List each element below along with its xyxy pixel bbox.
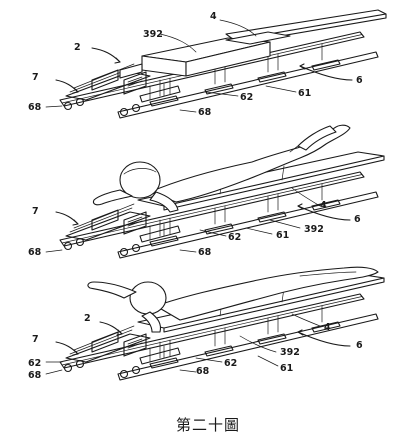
- label-68-right: 68: [198, 107, 212, 118]
- label-68-left: 68: [28, 370, 42, 381]
- label-6: 6: [354, 214, 361, 225]
- label-7: 7: [32, 72, 39, 83]
- label-62-right: 62: [224, 358, 237, 369]
- label-68-left: 68: [28, 102, 42, 113]
- label-392: 392: [280, 347, 300, 358]
- label-392: 392: [304, 224, 324, 235]
- label-68-right: 68: [196, 366, 210, 377]
- label-62: 62: [228, 232, 241, 243]
- panel-1: 392 4 2 7 6 62 61 68 68: [28, 9, 387, 119]
- label-2: 2: [84, 313, 91, 324]
- label-68-left: 68: [28, 247, 42, 258]
- label-62-left: 62: [28, 358, 41, 369]
- label-4: 4: [320, 200, 327, 211]
- label-7: 7: [32, 206, 39, 217]
- panel-2: 7 4 6 392 62 61 68 68: [28, 124, 385, 259]
- label-4: 4: [210, 11, 217, 22]
- label-7: 7: [32, 334, 39, 345]
- figure-caption: 第二十圖: [176, 416, 240, 434]
- label-62: 62: [240, 92, 253, 103]
- panel-3: 2 4 7 6 392 62 62 61 68 68: [28, 266, 385, 381]
- label-61: 61: [276, 230, 289, 241]
- label-61: 61: [280, 363, 293, 374]
- label-68-right: 68: [198, 247, 212, 258]
- label-6: 6: [356, 340, 363, 351]
- label-4: 4: [324, 322, 331, 333]
- label-392: 392: [143, 29, 163, 40]
- label-2: 2: [74, 42, 81, 53]
- label-6: 6: [356, 75, 363, 86]
- label-61: 61: [298, 88, 311, 99]
